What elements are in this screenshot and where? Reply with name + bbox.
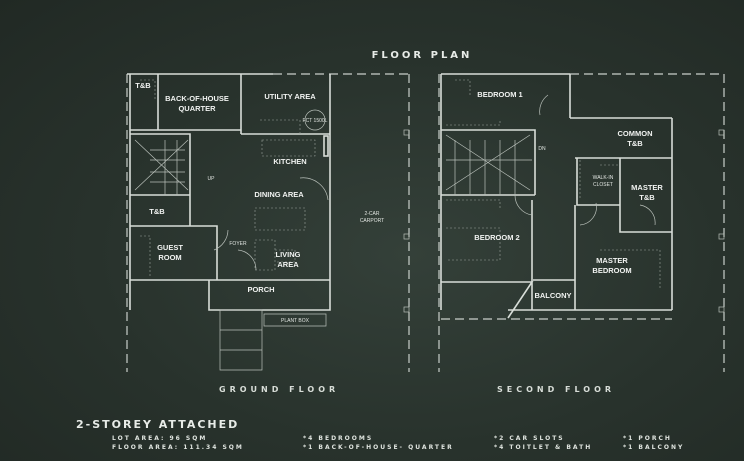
spec-balcony: *1 BALCONY [623,444,685,451]
page-title: FLOOR PLAN [371,50,473,61]
room-label: BALCONY [534,291,571,300]
spec-porch: *1 PORCH [623,435,672,442]
room-label: BACK-OF-HOUSE [165,94,229,103]
room-label: GUEST [157,243,183,252]
specs-car-bath: *2 CAR SLOTS *4 TOITLET & BATH [494,434,592,452]
room-label: WALK-IN [593,175,614,181]
room-label: CARPORT [360,218,384,224]
specs-area: LOT AREA: 96 SQM FLOOR AREA: 111.34 SQM [112,434,244,452]
spec-car-slots: *2 CAR SLOTS [494,435,565,442]
room-label: BEDROOM [592,266,631,275]
room-label: 2-CAR [364,211,379,217]
ground-floor-caption: GROUND FLOOR [219,385,340,394]
floor-area: FLOOR AREA: 111.34 SQM [112,444,244,451]
room-label: ROOM [158,253,181,262]
room-label: MASTER [631,183,663,192]
stair-label: UP [208,176,216,182]
specs-rooms: *4 BEDROOMS *1 BACK-OF-HOUSE- QUARTER [303,434,454,452]
room-label: LIVING [275,250,300,259]
room-label: KITCHEN [273,157,306,166]
spec-boh: *1 BACK-OF-HOUSE- QUARTER [303,444,454,451]
room-label: T&B [627,139,643,148]
room-label: PORCH [247,285,274,294]
room-label: AREA [277,260,299,269]
room-label: BEDROOM 2 [474,233,519,242]
tank-label: FCT 1500L [303,118,328,124]
room-label: DINING AREA [254,190,304,199]
room-label: UTILITY AREA [264,92,316,101]
room-label: T&B [639,193,655,202]
spec-toilet: *4 TOITLET & BATH [494,444,593,451]
specs-extras: *1 PORCH *1 BALCONY [623,434,684,452]
room-label: FOYER [229,241,247,247]
lot-area: LOT AREA: 96 SQM [112,435,208,442]
room-label: MASTER [596,256,628,265]
spec-bedrooms: *4 BEDROOMS [303,435,374,442]
second-floor-plan: BEDROOM 1 DN COMMON T&B WALK-IN CLOSET M… [438,73,725,372]
stair-label: DN [538,146,546,152]
room-label: CLOSET [593,182,613,188]
room-label: BEDROOM 1 [477,90,522,99]
room-label: T&B [149,207,165,216]
room-label: QUARTER [178,104,216,113]
room-label: COMMON [618,129,653,138]
room-label: T&B [135,81,151,90]
specs-heading: 2-STOREY ATTACHED [76,418,240,431]
second-floor-caption: SECOND FLOOR [497,385,616,394]
ground-floor-plan: T&B BACK-OF-HOUSE QUARTER UTILITY AREA F… [126,73,410,372]
room-label: PLANT BOX [281,318,310,324]
